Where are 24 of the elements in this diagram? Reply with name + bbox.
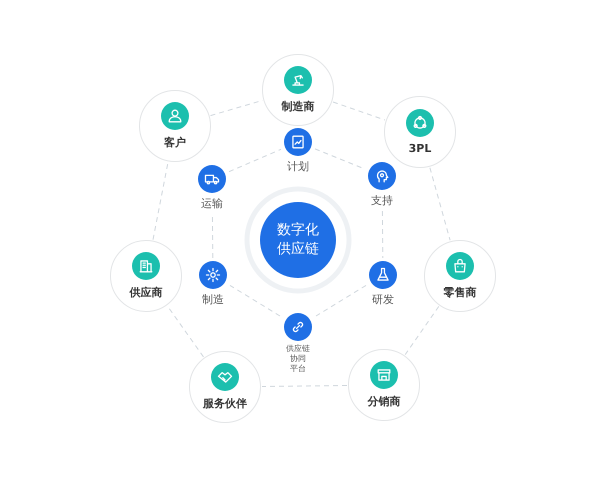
connector-line	[262, 385, 348, 387]
connector-line	[429, 167, 451, 241]
connector-line	[230, 284, 280, 316]
function-label: 运输	[201, 196, 223, 211]
connector-line	[316, 284, 366, 316]
partner-label: 3PL	[408, 142, 432, 155]
partner-label: 供应商	[130, 285, 162, 300]
function-label: 研发	[372, 292, 394, 307]
connector-line	[152, 162, 168, 240]
hub-circle: 数字化供应链	[260, 202, 336, 278]
connector-line	[167, 306, 204, 358]
partner-label: 服务伙伴	[203, 396, 247, 411]
partner-label: 分销商	[368, 394, 400, 409]
partner-label: 客户	[164, 135, 186, 150]
connector-line	[228, 148, 282, 172]
connector-line	[382, 210, 384, 258]
partner-label: 零售商	[444, 285, 476, 300]
function-label: 供应链协同平台	[285, 344, 311, 374]
partner-label: 制造商	[282, 99, 314, 114]
function-label: 计划	[287, 159, 309, 174]
function-label: 支持	[371, 193, 393, 208]
function-label: 制造	[202, 292, 224, 307]
connector-line	[332, 102, 386, 120]
connector-line	[404, 306, 440, 356]
